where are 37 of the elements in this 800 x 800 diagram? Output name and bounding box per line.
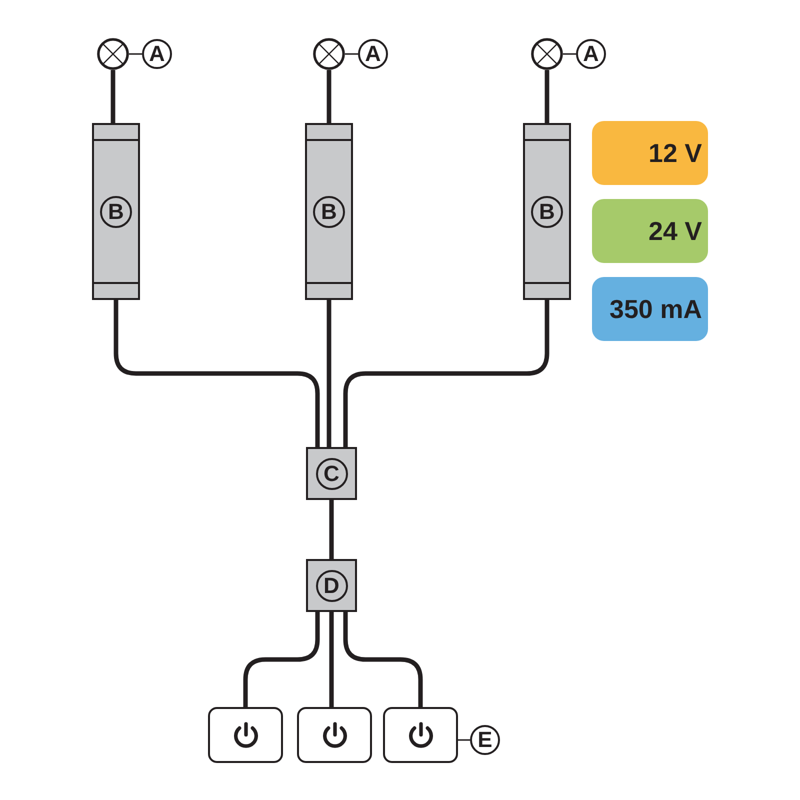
lamp-symbol	[97, 38, 129, 70]
callout-letter: A	[576, 39, 606, 69]
leader-line	[458, 739, 470, 741]
cable	[343, 300, 550, 447]
cable	[329, 500, 334, 559]
device-module	[92, 123, 140, 300]
cable	[544, 70, 550, 123]
device-module	[523, 123, 571, 300]
cable	[110, 70, 116, 123]
rating-tag: 24 V	[592, 199, 708, 263]
cable	[329, 612, 334, 707]
callout-letter: E	[470, 725, 500, 755]
leader-line	[563, 53, 576, 55]
callout-letter: A	[142, 39, 172, 69]
device-module	[305, 123, 353, 300]
lamp-symbol	[313, 38, 345, 70]
callout-letter: B	[100, 196, 132, 228]
callout-letter: B	[313, 196, 345, 228]
cable	[114, 300, 320, 447]
junction-block	[306, 447, 357, 500]
junction-block	[306, 559, 357, 612]
switch-panel	[297, 707, 372, 763]
callout-letter: D	[316, 570, 348, 602]
callout-letter: B	[531, 196, 563, 228]
rating-tag: 350 mA	[592, 277, 708, 341]
cable	[343, 612, 423, 707]
callout-letter: C	[316, 458, 348, 490]
cable	[326, 70, 332, 123]
switch-panel	[383, 707, 458, 763]
cable	[243, 612, 320, 707]
leader-line	[345, 53, 358, 55]
lamp-symbol	[531, 38, 563, 70]
leader-line	[129, 53, 142, 55]
cable	[326, 300, 332, 447]
callout-letter: A	[358, 39, 388, 69]
rating-tag: 12 V	[592, 121, 708, 185]
switch-panel	[208, 707, 283, 763]
